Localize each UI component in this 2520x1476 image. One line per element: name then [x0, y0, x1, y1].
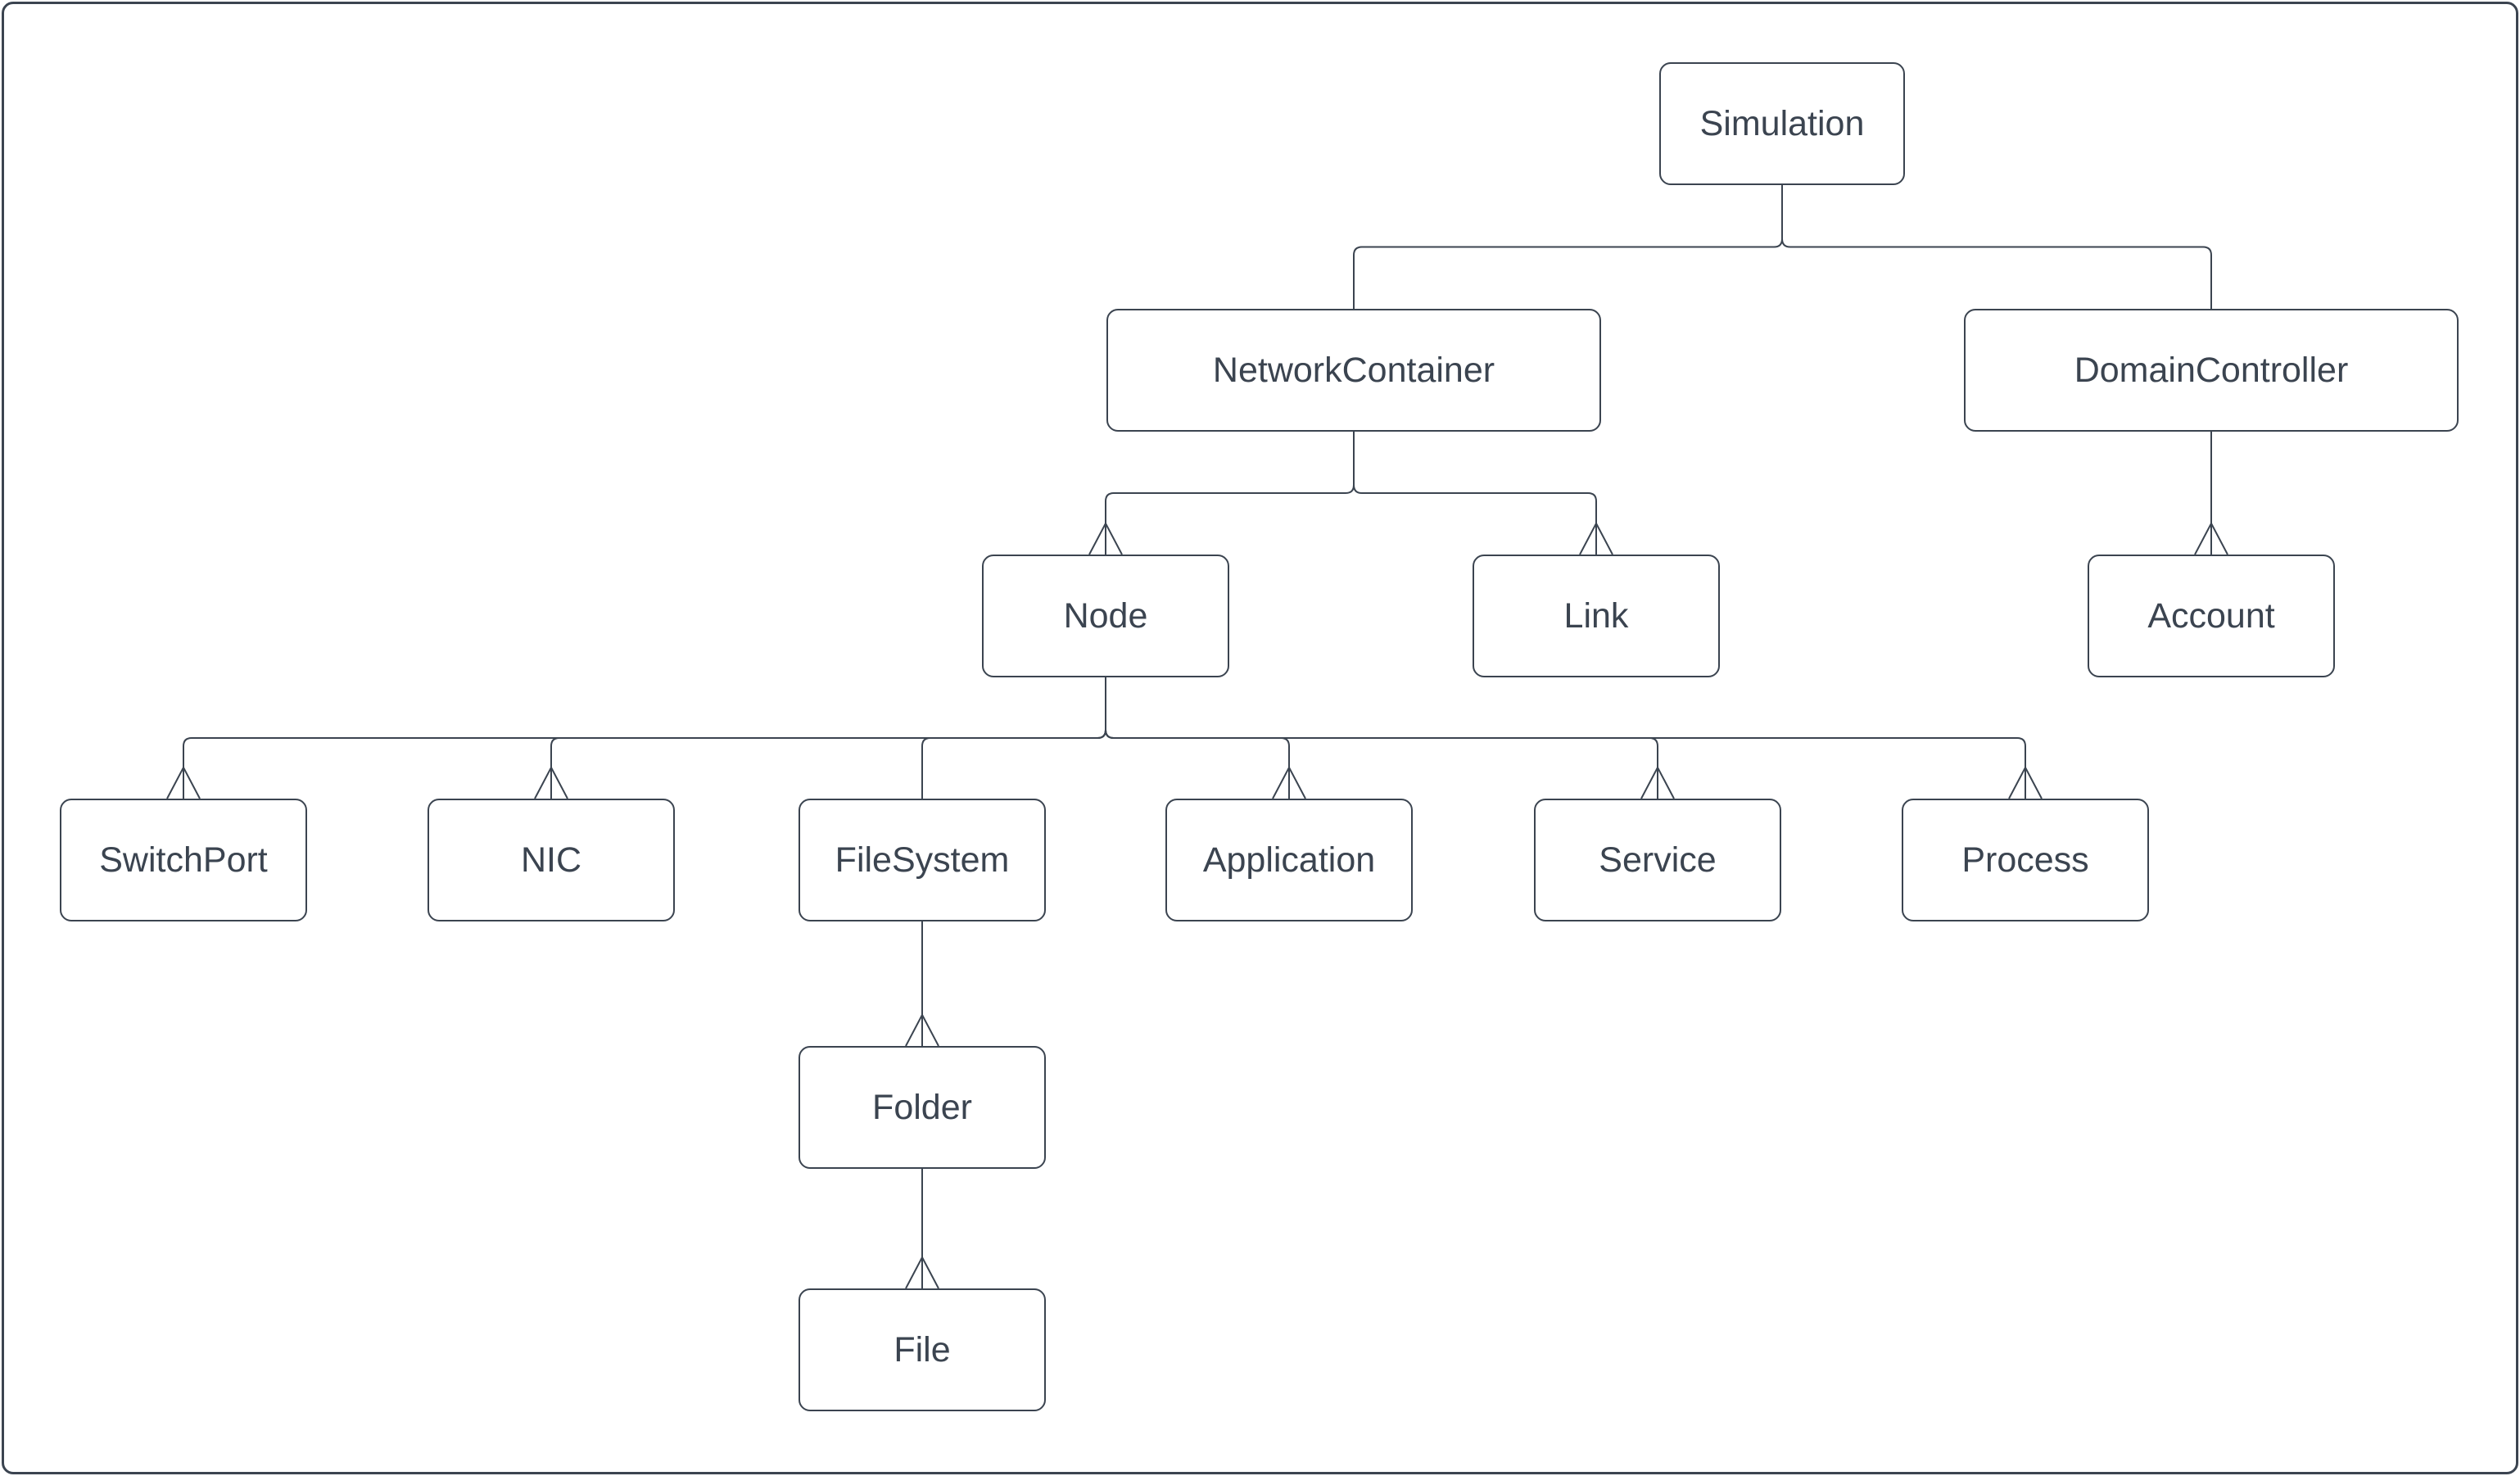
node-nic: NIC [428, 799, 675, 921]
node-process: Process [1902, 799, 2149, 921]
open-chevron-arrowhead-icon-service [1640, 765, 1675, 799]
node-link: Link [1473, 555, 1720, 677]
node-label-process: Process [1961, 840, 2089, 880]
node-filesystem: FileSystem [799, 799, 1046, 921]
node-file: File [799, 1288, 1046, 1411]
edge-networkcontainer-link [1353, 432, 1597, 555]
edge-simulation-domaincontroller [1781, 185, 2212, 309]
node-label-nic: NIC [520, 840, 582, 880]
node-label-filesystem: FileSystem [835, 840, 1010, 880]
node-label-networkcontainer: NetworkContainer [1212, 350, 1495, 390]
node-label-domaincontroller: DomainController [2074, 350, 2349, 390]
node-label-file: File [894, 1329, 951, 1370]
node-label-simulation: Simulation [1699, 103, 1865, 143]
open-chevron-arrowhead-icon-process [2008, 765, 2043, 799]
node-label-service: Service [1599, 840, 1717, 880]
node-label-link: Link [1563, 595, 1629, 636]
node-simulation: Simulation [1659, 62, 1905, 185]
node-label-folder: Folder [872, 1087, 972, 1127]
open-chevron-arrowhead-icon-node [1088, 521, 1123, 555]
node-networkcontainer: NetworkContainer [1106, 309, 1601, 432]
open-chevron-arrowhead-icon-account [2194, 521, 2228, 555]
node-switchport: SwitchPort [60, 799, 307, 921]
edge-networkcontainer-node [1105, 432, 1355, 555]
open-chevron-arrowhead-icon-nic [534, 765, 568, 799]
open-chevron-arrowhead-icon-link [1579, 521, 1613, 555]
node-label-account: Account [2147, 595, 2275, 636]
open-chevron-arrowhead-icon-file [905, 1255, 939, 1289]
edge-simulation-networkcontainer [1353, 185, 1783, 309]
node-folder: Folder [799, 1046, 1046, 1169]
node-account: Account [2088, 555, 2335, 677]
node-label-application: Application [1202, 840, 1376, 880]
node-application: Application [1165, 799, 1413, 921]
node-label-switchport: SwitchPort [99, 840, 268, 880]
edge-node-process [1105, 677, 2026, 799]
open-chevron-arrowhead-icon-switchport [166, 765, 201, 799]
open-chevron-arrowhead-icon-folder [905, 1012, 939, 1047]
node-service: Service [1534, 799, 1781, 921]
node-node: Node [982, 555, 1229, 677]
open-chevron-arrowhead-icon-application [1272, 765, 1306, 799]
node-label-node: Node [1063, 595, 1148, 636]
edge-node-filesystem [921, 677, 1106, 799]
node-domaincontroller: DomainController [1964, 309, 2459, 432]
